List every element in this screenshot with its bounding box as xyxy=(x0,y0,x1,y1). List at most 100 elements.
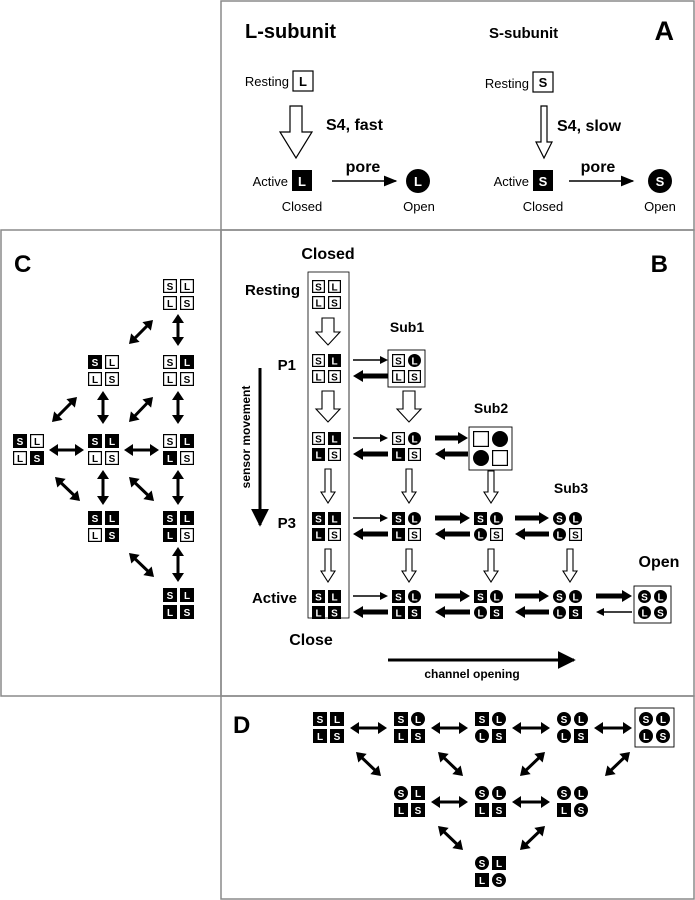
tile-l-open: L xyxy=(475,729,489,743)
row-label-resting: Resting xyxy=(245,282,300,299)
l-active-label: Active xyxy=(253,174,288,189)
sub1b-down-arrow xyxy=(400,468,418,505)
tile-l-active: L xyxy=(330,712,344,726)
svg-text:S: S xyxy=(17,437,24,448)
svg-text:L: L xyxy=(184,358,190,369)
tile-l-active: L xyxy=(163,528,177,542)
tile-s-resting: S xyxy=(180,527,195,542)
tile-l-open: L xyxy=(492,786,506,800)
s-active-glyph: S xyxy=(533,170,553,191)
svg-text:L: L xyxy=(92,531,98,542)
svg-text:S: S xyxy=(395,592,402,603)
tile-l-resting: L xyxy=(30,434,45,448)
svg-text:L: L xyxy=(315,298,321,309)
svg-text:S: S xyxy=(415,732,422,743)
svg-text:L: L xyxy=(184,437,190,448)
svg-text:L: L xyxy=(479,876,485,887)
svg-text:S: S xyxy=(561,789,568,800)
svg-text:S: S xyxy=(109,375,116,386)
tile-s-open: S xyxy=(639,712,653,726)
svg-text:L: L xyxy=(477,530,483,541)
svg-text:L: L xyxy=(315,372,321,383)
tile-l-active: L xyxy=(557,803,571,817)
tile-s-active: S xyxy=(569,606,582,619)
svg-text:S: S xyxy=(539,75,548,90)
c0-c1a-arrow xyxy=(129,320,153,344)
d4-d7-arrow xyxy=(605,752,630,776)
svg-text:S: S xyxy=(578,806,585,817)
sub2d-sub3d-reverse xyxy=(515,606,549,618)
tile-s-active: S xyxy=(313,712,327,726)
s-subunit-title: S-subunit xyxy=(489,25,558,42)
tile-s-open: S xyxy=(475,786,489,800)
p1-sub1-forward xyxy=(353,356,388,364)
tile-l-open: L xyxy=(654,590,667,603)
svg-text:S: S xyxy=(411,450,418,461)
d0-d5-arrow xyxy=(356,752,381,776)
tile-s-open: S xyxy=(654,606,667,619)
tile-s-resting: S xyxy=(163,355,178,369)
svg-text:L: L xyxy=(298,174,306,189)
state-sub2 xyxy=(468,426,513,471)
panel-b-border xyxy=(220,229,695,697)
tile-l-resting: L xyxy=(312,370,326,383)
tile-s-active: S xyxy=(13,434,27,448)
state-frame xyxy=(634,707,675,748)
c1b-c2c-arrow xyxy=(172,391,184,424)
d6-d7-arrow xyxy=(512,796,550,808)
tile-l-open: L xyxy=(492,712,506,726)
svg-text:L: L xyxy=(395,608,401,619)
s-pore-label: pore xyxy=(581,159,616,176)
svg-text:S: S xyxy=(411,372,418,383)
svg-text:S: S xyxy=(331,298,338,309)
tile-l-active: L xyxy=(313,729,327,743)
tile-s-active: S xyxy=(330,729,344,743)
svg-text:S: S xyxy=(315,356,322,367)
sub1b-sub2-forward xyxy=(435,432,468,444)
d2-d3-arrow xyxy=(512,722,550,734)
svg-text:L: L xyxy=(334,715,340,726)
svg-text:L: L xyxy=(660,715,666,726)
svg-text:S: S xyxy=(496,876,503,887)
svg-text:S: S xyxy=(184,375,191,386)
close-footer: Close xyxy=(289,632,333,649)
tile-l-open: L xyxy=(408,432,421,445)
l-open-glyph: L xyxy=(406,169,430,193)
tile-blank-open xyxy=(473,450,489,466)
svg-text:L: L xyxy=(184,514,190,525)
tile-blank-resting xyxy=(473,431,490,448)
tile-l-active: L xyxy=(328,590,341,603)
svg-text:L: L xyxy=(167,454,173,465)
tile-s-open: S xyxy=(553,512,566,525)
p2-to-p3-arrow xyxy=(319,468,337,505)
svg-text:L: L xyxy=(493,514,499,525)
tile-l-active: L xyxy=(394,729,408,743)
p2-sub1b-forward xyxy=(353,434,388,442)
svg-text:L: L xyxy=(411,434,417,445)
svg-text:L: L xyxy=(92,454,98,465)
sub3d-open-forward xyxy=(596,590,632,602)
svg-text:S: S xyxy=(331,450,338,461)
sub1d-sub2d-reverse xyxy=(435,606,470,618)
svg-text:L: L xyxy=(493,592,499,603)
tile-l-resting: L xyxy=(87,372,102,386)
tile-s-resting: S xyxy=(312,354,326,367)
tile-s-active: S xyxy=(180,605,194,619)
svg-text:L: L xyxy=(395,372,401,383)
tile-s-resting: S xyxy=(490,527,504,541)
sensor-movement-label: sensor movement xyxy=(239,386,253,489)
svg-text:L: L xyxy=(315,450,321,461)
svg-text:S: S xyxy=(167,358,174,369)
tile-s-resting: S xyxy=(328,448,342,461)
sub1c-sub2c-reverse xyxy=(435,528,470,540)
tile-s-open: S xyxy=(492,873,506,887)
c2c-c3b-arrow xyxy=(172,470,184,505)
panel-c-letter: C xyxy=(14,251,31,278)
tile-s-open: S xyxy=(574,803,588,817)
